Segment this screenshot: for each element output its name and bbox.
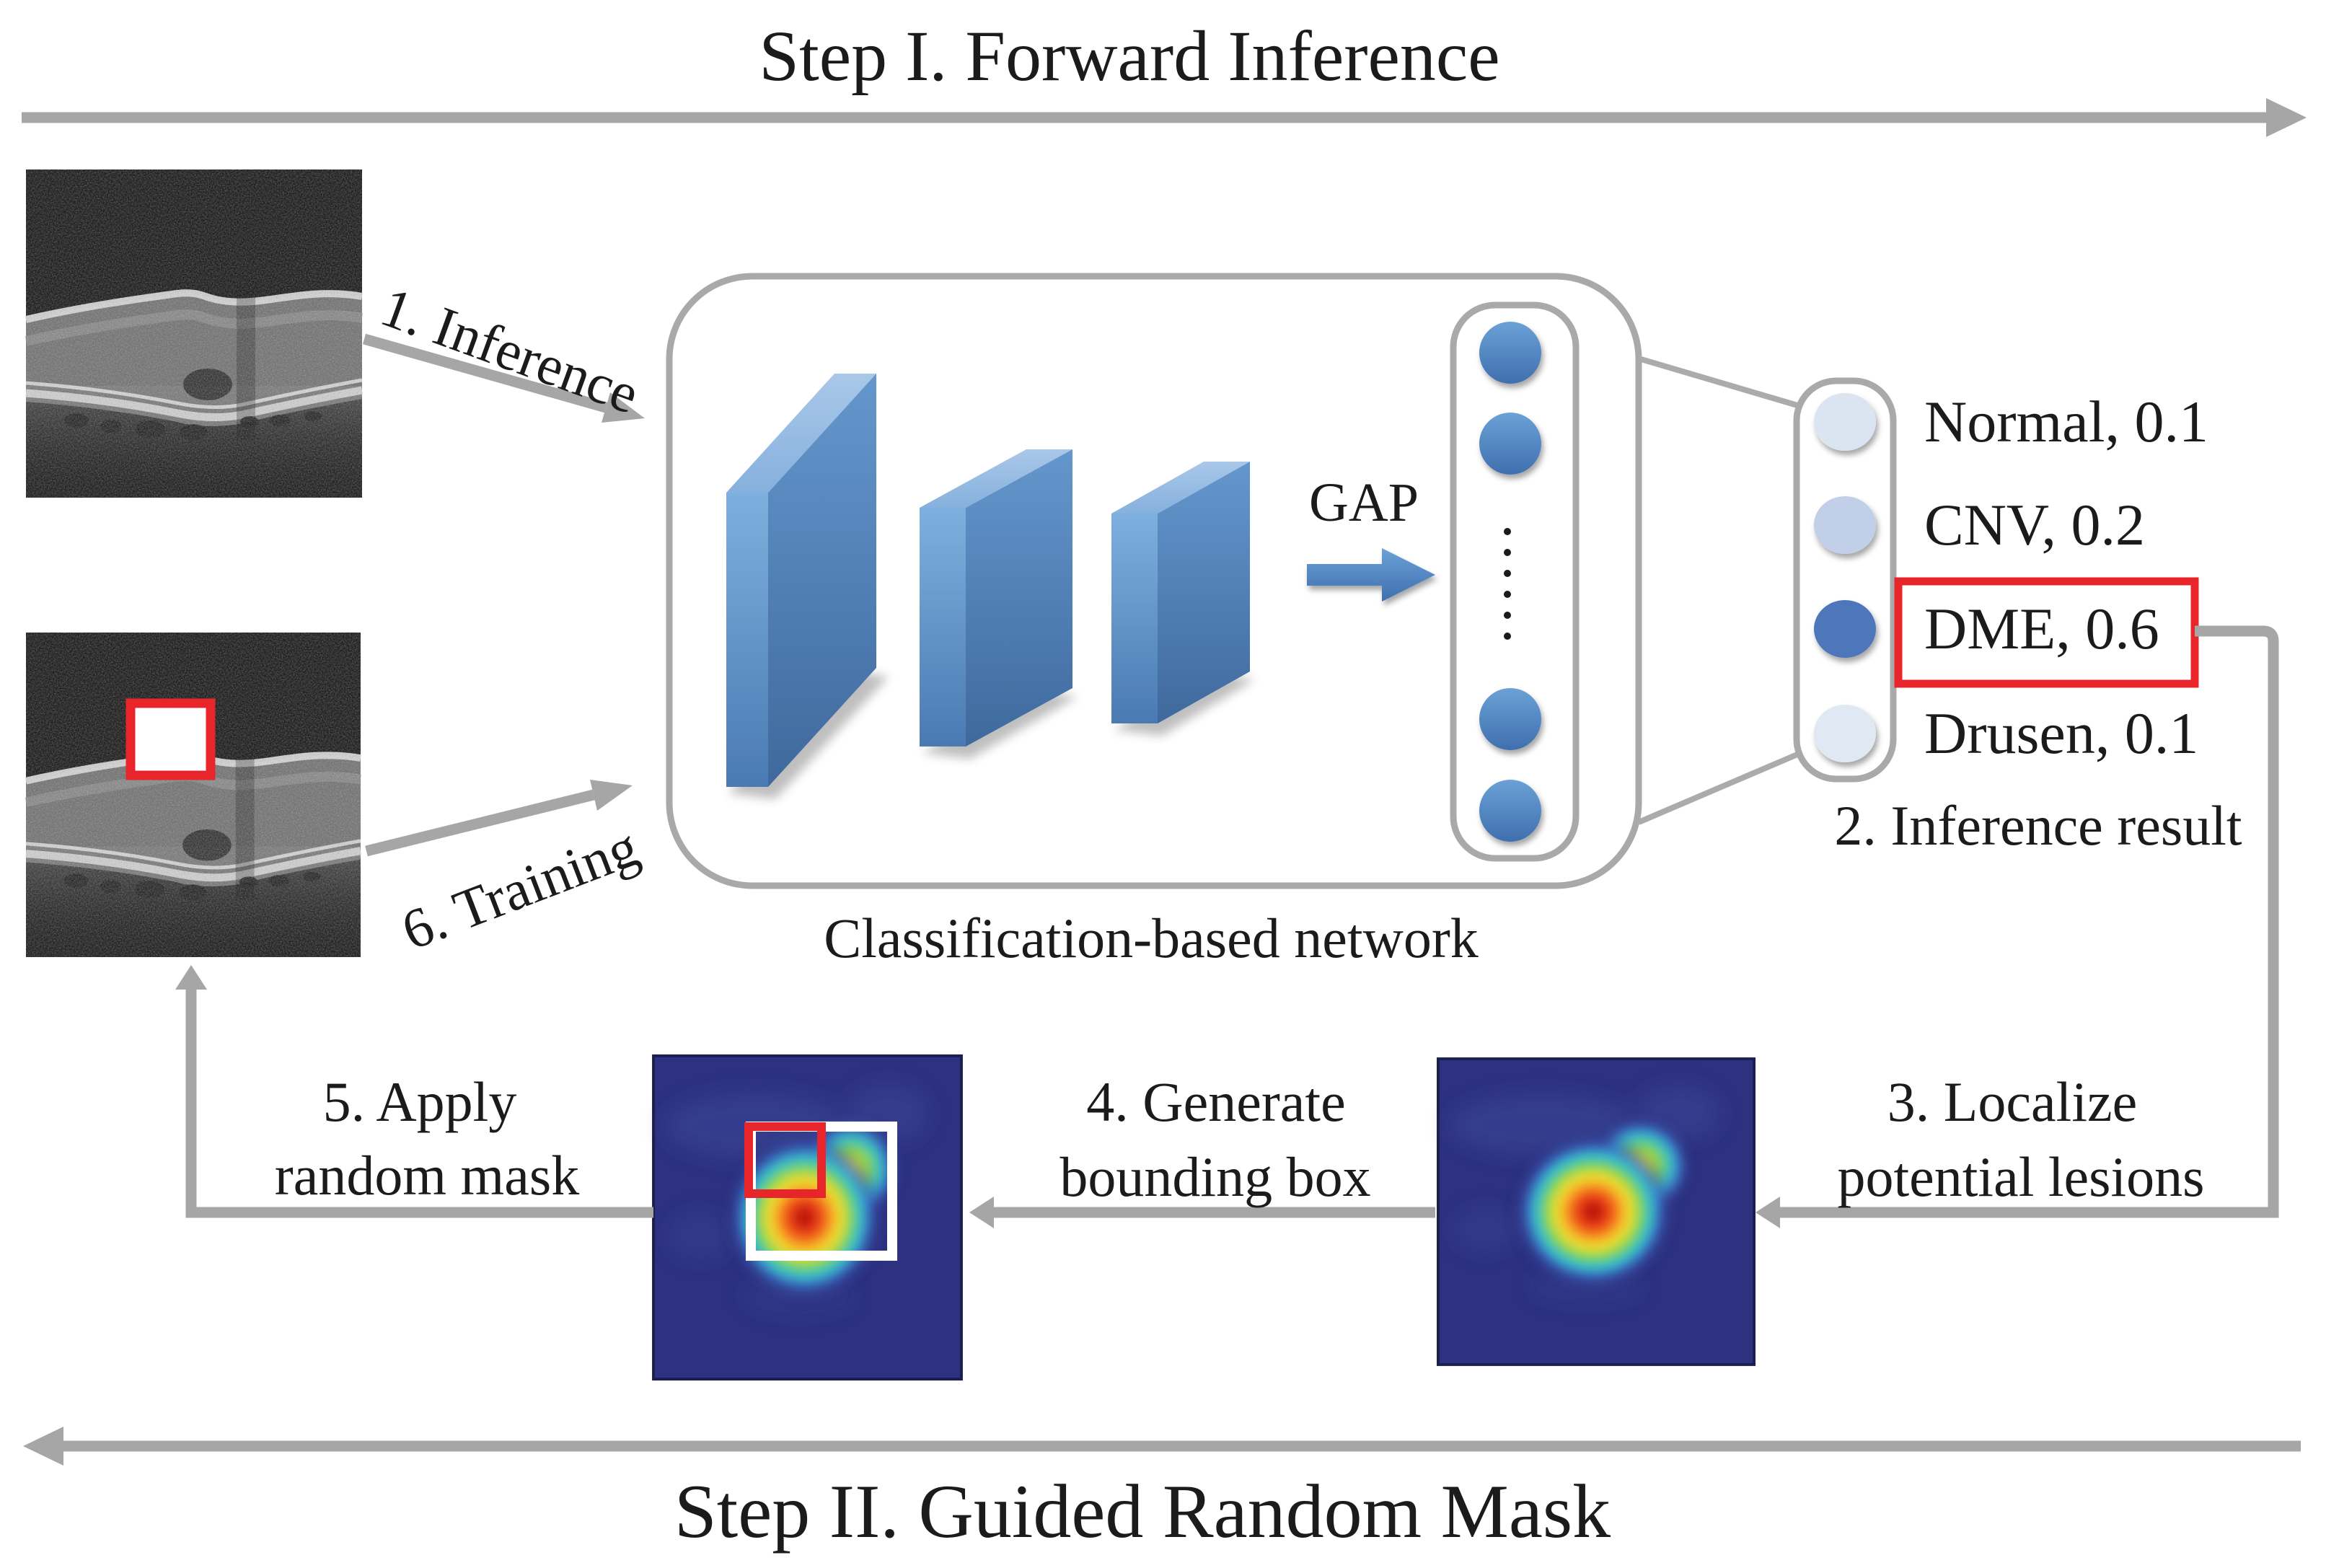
label-gap: GAP xyxy=(1308,472,1419,533)
random-mask-box-red xyxy=(744,1122,826,1198)
class-label-dme: DME, 0.6 xyxy=(1924,596,2159,661)
apply-mask-path xyxy=(175,965,653,1218)
arrow-right-down-icon xyxy=(602,392,645,423)
class-node-cnv xyxy=(1814,496,1876,554)
feature-node xyxy=(1479,688,1541,750)
class-node-drusen xyxy=(1814,705,1876,762)
conv-layer-2 xyxy=(920,449,1078,759)
oct-masked-image xyxy=(26,633,361,957)
step1-title: Step I. Forward Inference xyxy=(759,16,1500,96)
label-apply-2: random mask xyxy=(274,1144,580,1207)
expand-connector-top xyxy=(1637,356,1799,408)
class-node-normal xyxy=(1814,393,1876,451)
label-localize-1: 3. Localize xyxy=(1887,1070,2138,1133)
label-generate-2: bounding box xyxy=(1060,1145,1371,1208)
cam-heatmap xyxy=(1438,1059,1754,1365)
ellipsis-dots-icon xyxy=(1504,528,1511,640)
expand-connector-bottom xyxy=(1637,752,1799,825)
applied-mask-square xyxy=(125,698,216,780)
step2-backward-arrow xyxy=(23,1427,2301,1466)
inference-arrow xyxy=(362,333,645,423)
arrow-right-icon xyxy=(2266,98,2307,137)
step2-title: Step II. Guided Random Mask xyxy=(674,1469,1611,1554)
class-node-dme xyxy=(1814,600,1876,658)
arrow-left-icon xyxy=(969,1197,994,1228)
feature-vector xyxy=(1450,301,1580,862)
block-arrow-right-icon xyxy=(1307,548,1435,602)
classifier-output xyxy=(1793,377,1897,783)
feature-node xyxy=(1479,413,1541,475)
arrow-right-up-icon xyxy=(590,780,633,811)
step1-forward-arrow xyxy=(22,98,2307,137)
feature-node xyxy=(1479,322,1541,384)
class-label-drusen: Drusen, 0.1 xyxy=(1924,700,2199,766)
oct-input-image xyxy=(26,169,362,498)
label-apply-1: 5. Apply xyxy=(322,1070,517,1133)
label-inference-result: 2. Inference result xyxy=(1834,794,2242,857)
label-generate-1: 4. Generate xyxy=(1086,1070,1346,1133)
feature-node xyxy=(1479,780,1541,842)
class-label-normal: Normal, 0.1 xyxy=(1924,389,2208,454)
arrow-up-icon xyxy=(175,965,207,990)
localize-path xyxy=(1755,625,2279,1228)
class-label-cnv: CNV, 0.2 xyxy=(1924,492,2146,558)
conv-layer-1 xyxy=(726,374,889,799)
conv-layer-3 xyxy=(1111,462,1255,736)
label-localize-2: potential lesions xyxy=(1837,1145,2205,1208)
arrow-left-icon xyxy=(23,1427,63,1466)
training-arrow xyxy=(365,780,633,857)
generate-arrow xyxy=(969,1197,1435,1228)
cam-heatmap-with-boxes xyxy=(653,1056,961,1379)
network-caption: Classification-based network xyxy=(824,907,1479,969)
arrow-left-icon xyxy=(1755,1197,1780,1228)
